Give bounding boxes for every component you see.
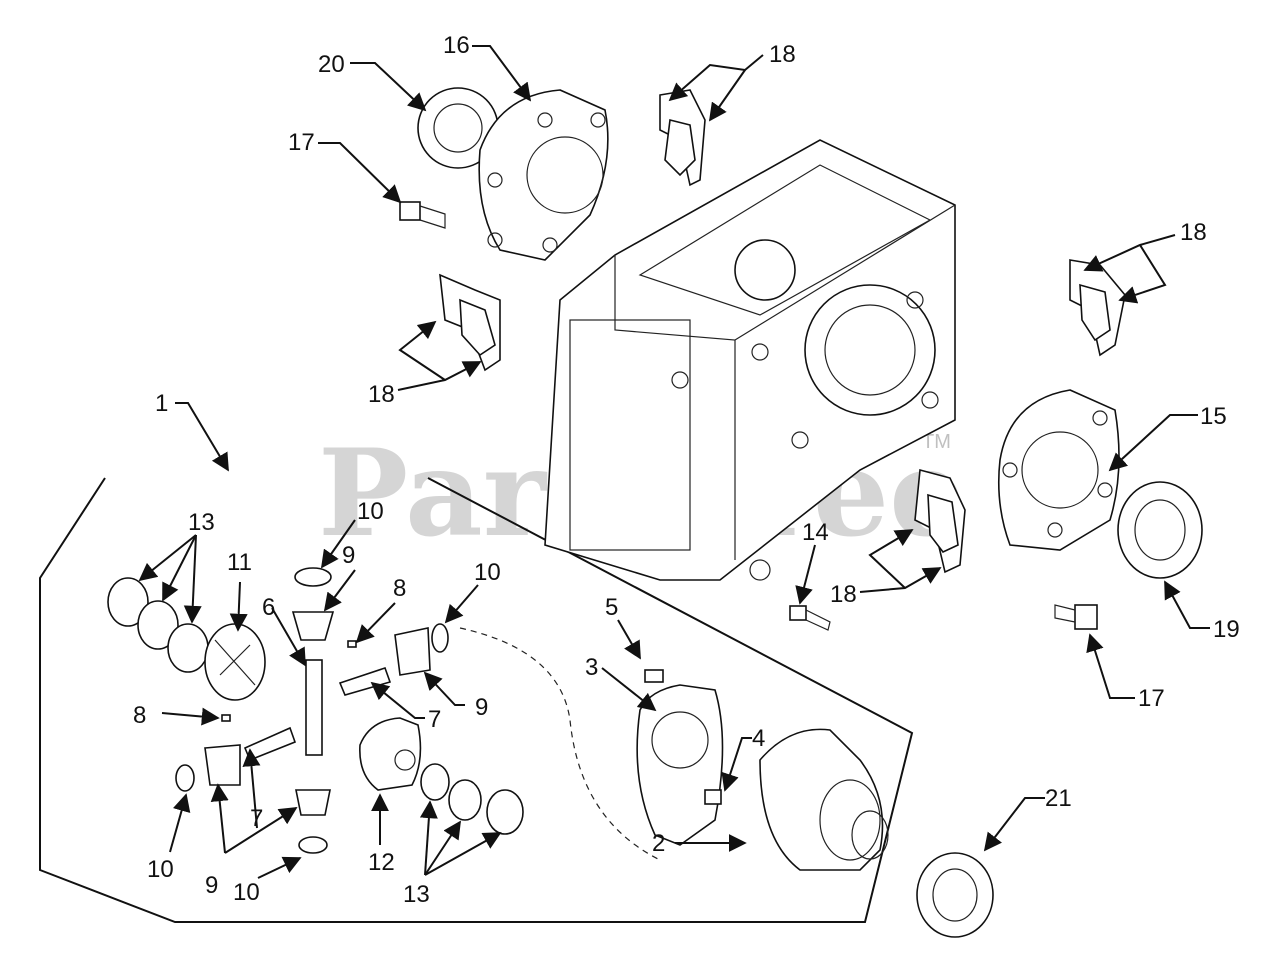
flange-15 xyxy=(998,389,1120,551)
callout-17-right[interactable]: 17 xyxy=(1138,685,1165,712)
differential-case-2 xyxy=(759,728,889,871)
callout-17-top[interactable]: 17 xyxy=(288,129,315,156)
callout-15[interactable]: 15 xyxy=(1200,403,1227,430)
callout-20[interactable]: 20 xyxy=(318,51,345,78)
callout-labels: 1 2 3 4 5 6 7 7 8 8 9 9 9 10 10 10 10 11… xyxy=(133,32,1240,908)
callout-7-left[interactable]: 7 xyxy=(250,805,263,832)
callout-4[interactable]: 4 xyxy=(752,725,765,752)
callout-10-top[interactable]: 10 xyxy=(357,498,384,525)
bolt-17-top xyxy=(399,201,446,229)
callout-10-bottom[interactable]: 10 xyxy=(233,879,260,906)
transmission-housing xyxy=(544,139,956,581)
shift-forks-18-bottom xyxy=(914,468,966,574)
flange-16 xyxy=(478,89,609,261)
differential-assembly-boundary xyxy=(39,477,914,923)
callout-8-left[interactable]: 8 xyxy=(133,702,146,729)
callout-6[interactable]: 6 xyxy=(262,594,275,621)
dowel-4 xyxy=(704,789,722,805)
bolt-17-right xyxy=(1054,604,1098,630)
cover-3 xyxy=(636,684,724,846)
callout-18-bottom[interactable]: 18 xyxy=(830,581,857,608)
callout-18-mid-left[interactable]: 18 xyxy=(368,381,395,408)
callout-11[interactable]: 11 xyxy=(227,549,252,576)
differential-parts xyxy=(107,567,524,854)
callout-13-left[interactable]: 13 xyxy=(188,509,215,536)
callout-9-right[interactable]: 9 xyxy=(475,694,488,721)
callout-9-bottom[interactable]: 9 xyxy=(205,872,218,899)
bearing-21 xyxy=(916,852,994,938)
callout-1[interactable]: 1 xyxy=(155,390,168,417)
callout-10-left[interactable]: 10 xyxy=(147,856,174,883)
callout-19[interactable]: 19 xyxy=(1213,616,1240,643)
shift-forks-18-right xyxy=(1069,259,1126,357)
shift-forks-18-top xyxy=(659,89,706,187)
shift-forks-18-mid-left xyxy=(439,273,501,372)
callout-18-right[interactable]: 18 xyxy=(1180,219,1207,246)
callout-13-right[interactable]: 13 xyxy=(403,881,430,908)
watermark-trademark: TM xyxy=(922,431,951,453)
bolt-14 xyxy=(789,605,831,631)
callout-9-top[interactable]: 9 xyxy=(342,542,355,569)
callout-16[interactable]: 16 xyxy=(443,32,470,59)
bolt-5 xyxy=(644,669,664,683)
callout-10-right[interactable]: 10 xyxy=(474,559,501,586)
callout-8-top[interactable]: 8 xyxy=(393,575,406,602)
leader-lines xyxy=(138,45,1210,879)
callout-5[interactable]: 5 xyxy=(605,594,618,621)
seal-19 xyxy=(1117,481,1203,579)
callout-7-right[interactable]: 7 xyxy=(428,706,441,733)
callout-2[interactable]: 2 xyxy=(652,830,665,857)
callout-14[interactable]: 14 xyxy=(802,519,829,546)
callout-3[interactable]: 3 xyxy=(585,654,598,681)
callout-12[interactable]: 12 xyxy=(368,849,395,876)
alignment-line xyxy=(459,627,661,861)
callout-21[interactable]: 21 xyxy=(1045,785,1072,812)
callout-18-top[interactable]: 18 xyxy=(769,41,796,68)
